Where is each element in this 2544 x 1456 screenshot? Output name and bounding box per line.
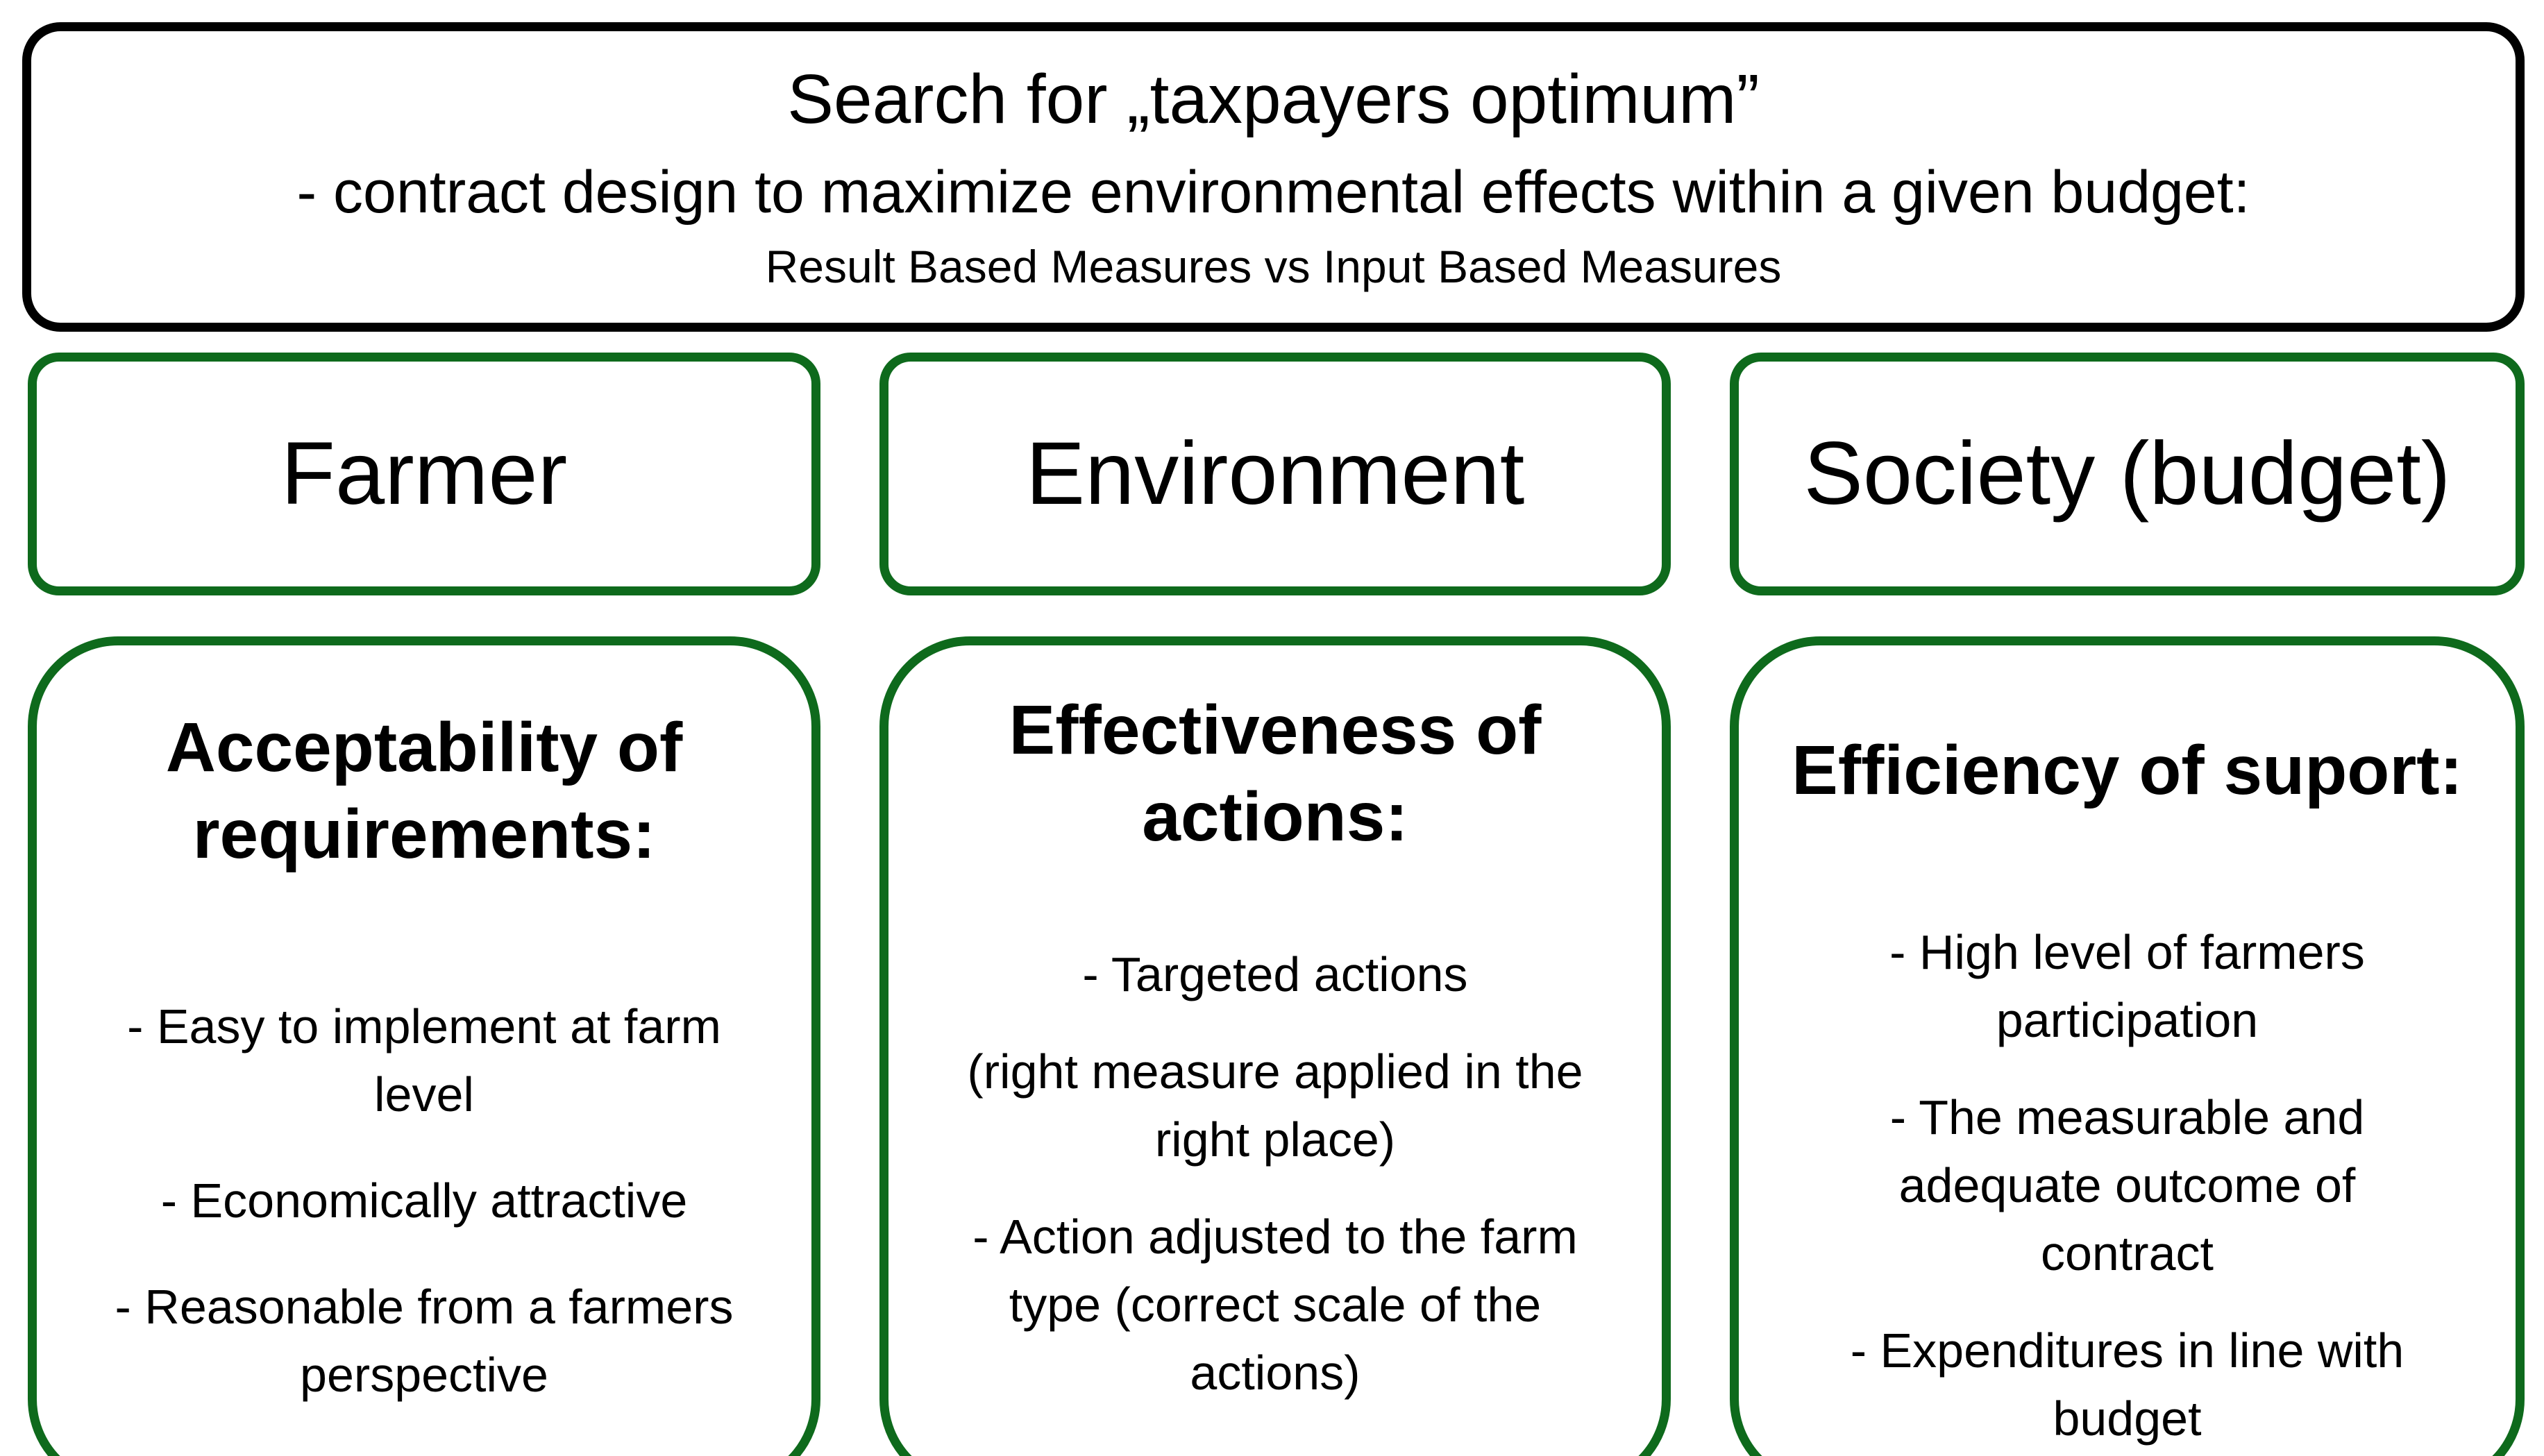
header-title: Search for „taxpayers optimum”: [787, 60, 1760, 139]
bullet-item: - Expenditures in line with budget: [1850, 1323, 2404, 1446]
title-box-society: Society (budget): [1730, 353, 2525, 595]
bullet-item: (right measure applied in the right plac…: [967, 1044, 1583, 1167]
header-box: Search for „taxpayers optimum” - contrac…: [22, 22, 2525, 332]
bullet-item: - Economically attractive: [160, 1174, 688, 1228]
title-label-farmer: Farmer: [280, 423, 568, 523]
bullet-item: - Targeted actions: [1082, 947, 1468, 1001]
detail-box-farmer: Acceptability of requirements: - Easy to…: [28, 636, 820, 1456]
bullet-item: - Action adjusted to the farm type (corr…: [972, 1210, 1578, 1400]
detail-row: Acceptability of requirements: - Easy to…: [28, 636, 2525, 1456]
bullet-list-environment: - Targeted actions (right measure applie…: [967, 940, 1583, 1407]
bullet-item: - Reasonable from a farmers perspective: [115, 1280, 734, 1402]
title-box-farmer: Farmer: [28, 353, 820, 595]
bullet-item: - Easy to implement at farm level: [127, 999, 721, 1121]
detail-box-society: Efficiency of suport: - High level of fa…: [1730, 636, 2525, 1456]
header-subsubtitle: Result Based Measures vs Input Based Mea…: [765, 241, 1782, 293]
bullet-list-farmer: - Easy to implement at farm level - Econ…: [115, 992, 734, 1409]
bullet-item: - High level of farmers participation: [1889, 925, 2365, 1047]
title-row: Farmer Environment Society (budget): [28, 353, 2525, 595]
bullet-item: - The measurable and adequate outcome of…: [1889, 1090, 2365, 1280]
detail-heading-environment: Effectiveness of actions:: [1009, 691, 1542, 856]
title-label-environment: Environment: [1025, 423, 1525, 523]
bullet-list-society: - High level of farmers participation - …: [1851, 918, 2404, 1453]
detail-heading-farmer: Acceptability of requirements:: [165, 709, 683, 873]
detail-box-environment: Effectiveness of actions: - Targeted act…: [879, 636, 1671, 1456]
title-label-society: Society (budget): [1803, 423, 2451, 523]
title-box-environment: Environment: [879, 353, 1671, 595]
header-subtitle: - contract design to maximize environmen…: [296, 159, 2250, 226]
detail-heading-society: Efficiency of suport:: [1792, 731, 2463, 809]
